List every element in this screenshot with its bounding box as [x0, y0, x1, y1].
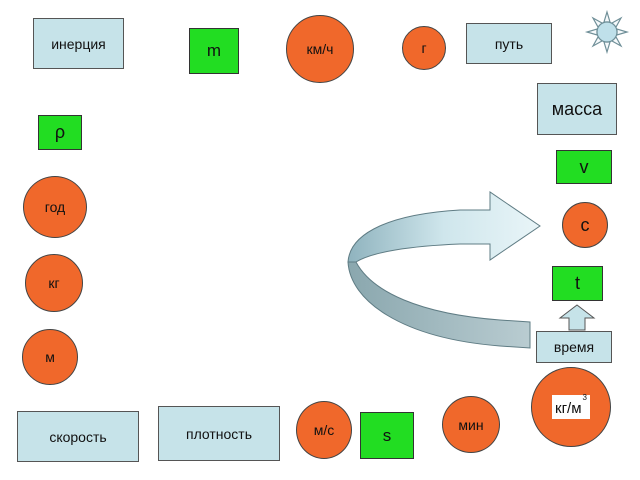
unit-min[interactable]: мин — [442, 396, 500, 453]
symbol-v[interactable]: v — [556, 150, 612, 184]
unit-ms-label: м/с — [313, 422, 335, 438]
term-time-label: время — [553, 339, 595, 355]
unit-kmh[interactable]: км/ч — [286, 15, 354, 83]
term-inertia[interactable]: инерция — [33, 18, 124, 69]
symbol-s-label: s — [382, 425, 392, 445]
term-mass[interactable]: масса — [537, 83, 617, 135]
symbol-t[interactable]: t — [552, 266, 603, 301]
symbol-s[interactable]: s — [360, 412, 414, 459]
up-arrow-icon — [558, 304, 596, 331]
unit-m-label: м — [45, 349, 55, 365]
symbol-t-label: t — [574, 273, 580, 293]
term-density[interactable]: плотность — [158, 406, 280, 461]
unit-m[interactable]: м — [22, 329, 78, 385]
term-path[interactable]: путь — [466, 23, 552, 64]
term-path-label: путь — [494, 35, 524, 52]
symbol-rho[interactable]: ρ — [38, 115, 82, 150]
term-speed-label: скорость — [49, 428, 107, 445]
unit-year-label: год — [44, 199, 66, 215]
unit-kgm3-label: кг/м — [555, 400, 582, 417]
curved-arrow-icon — [347, 191, 541, 349]
symbol-v-label: v — [579, 156, 589, 177]
unit-g-label: г — [421, 40, 427, 56]
unit-sec-label: с — [580, 214, 590, 235]
unit-ms[interactable]: м/с — [296, 401, 352, 459]
symbol-m-label: m — [206, 41, 222, 60]
term-time[interactable]: время — [536, 331, 612, 363]
term-density-label: плотность — [185, 425, 253, 442]
unit-kg[interactable]: кг — [25, 254, 83, 312]
unit-g[interactable]: г — [402, 26, 446, 70]
term-inertia-label: инерция — [51, 35, 106, 52]
symbol-rho-label: ρ — [54, 122, 66, 142]
unit-kgm3-exponent: 3 — [582, 393, 587, 402]
symbol-m[interactable]: m — [189, 28, 239, 74]
sun-icon — [584, 9, 630, 55]
unit-min-label: мин — [458, 416, 484, 433]
unit-kmh-label: км/ч — [306, 41, 334, 57]
unit-kgm3[interactable]: кг/м3 — [531, 367, 611, 447]
unit-kgm3-badge: кг/м3 — [552, 393, 590, 419]
unit-year[interactable]: год — [23, 176, 87, 238]
unit-sec[interactable]: с — [562, 202, 608, 248]
term-speed[interactable]: скорость — [17, 411, 139, 462]
term-mass-label: масса — [551, 98, 603, 119]
unit-kg-label: кг — [48, 275, 60, 291]
